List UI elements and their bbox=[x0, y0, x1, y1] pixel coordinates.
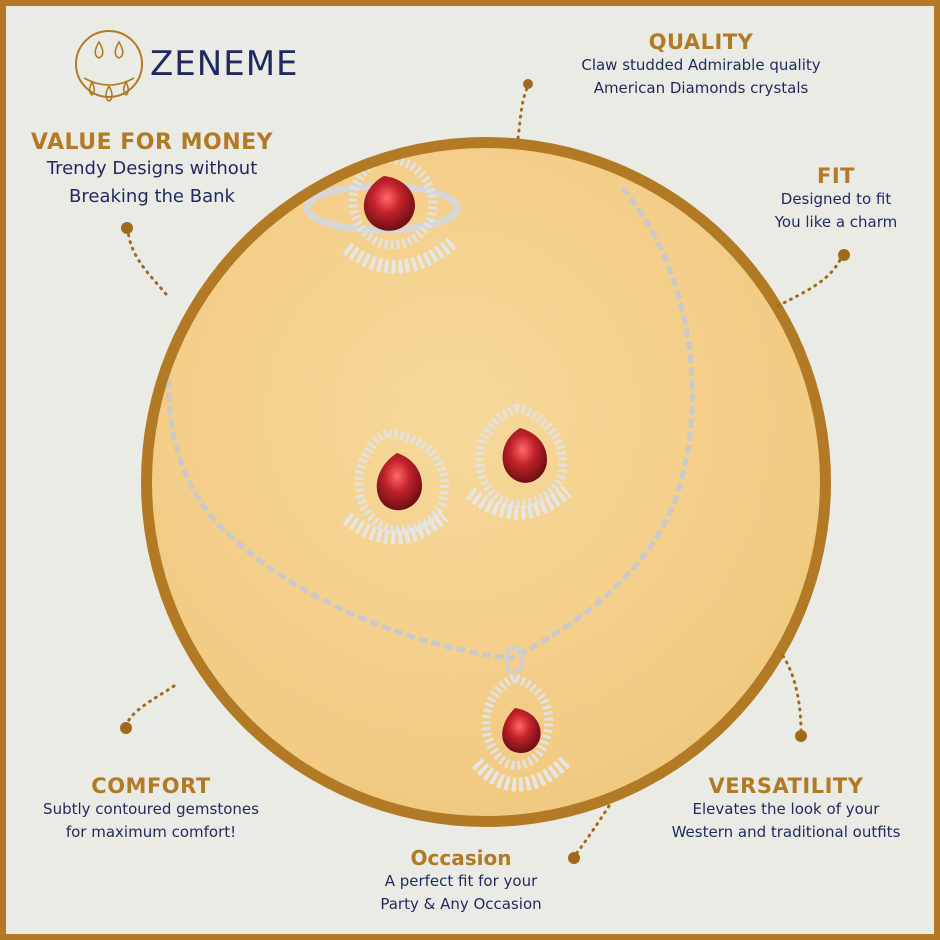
feature-title: Occasion bbox=[410, 846, 512, 870]
fit-dot bbox=[838, 249, 850, 261]
feature-title: VALUE FOR MONEY bbox=[30, 130, 274, 155]
feature-line: for maximum comfort! bbox=[65, 823, 237, 841]
pendant bbox=[471, 646, 572, 792]
value-dot bbox=[121, 222, 133, 234]
quality-dot bbox=[523, 79, 533, 89]
feature-versatility: VERSATILITY Elevates the look of your We… bbox=[646, 774, 926, 844]
feature-title: QUALITY bbox=[648, 30, 754, 54]
comfort-dot bbox=[120, 722, 132, 734]
feature-comfort: COMFORT Subtly contoured gemstones for m… bbox=[16, 774, 286, 844]
product-circle-border bbox=[141, 137, 831, 827]
feature-line: Breaking the Bank bbox=[69, 186, 235, 207]
brand-name: ZENEME bbox=[150, 44, 299, 84]
feature-line: Elevates the look of your bbox=[692, 800, 880, 818]
banner-frame: ZENEME QUALITY Claw studded Admirable qu… bbox=[6, 6, 934, 934]
necklace-chain-left bbox=[166, 327, 513, 661]
jewellery-set-image bbox=[166, 153, 695, 792]
versatility-connector bbox=[781, 654, 803, 733]
feature-title: VERSATILITY bbox=[708, 774, 864, 798]
feature-occasion: Occasion A perfect fit for your Party & … bbox=[331, 846, 591, 916]
feature-fit: FIT Designed to fit You like a charm bbox=[746, 164, 926, 234]
feature-line: Western and traditional outfits bbox=[671, 823, 901, 841]
feature-line: Claw studded Admirable quality bbox=[581, 56, 821, 74]
earring-left bbox=[342, 428, 450, 545]
feature-line: A perfect fit for your bbox=[384, 872, 538, 890]
feature-title: COMFORT bbox=[91, 774, 211, 798]
feature-line: You like a charm bbox=[774, 213, 898, 231]
feature-line: Designed to fit bbox=[780, 190, 892, 208]
quality-connector bbox=[516, 84, 530, 140]
value-connector bbox=[126, 229, 168, 296]
brand-logo: ZENEME bbox=[72, 26, 302, 106]
earring-right bbox=[465, 403, 572, 520]
fit-connector bbox=[776, 254, 844, 308]
feature-line: Party & Any Occasion bbox=[380, 895, 542, 913]
feature-quality: QUALITY Claw studded Admirable quality A… bbox=[536, 30, 866, 100]
feature-title: FIT bbox=[817, 164, 855, 188]
occasion-connector bbox=[574, 804, 611, 856]
connector-lines bbox=[120, 79, 850, 864]
occasion-dot bbox=[568, 852, 580, 864]
earring-logo-icon bbox=[75, 30, 143, 102]
versatility-dot bbox=[795, 730, 807, 742]
feature-value-for-money: VALUE FOR MONEY Trendy Designs without B… bbox=[6, 130, 298, 211]
feature-line: Trendy Designs without bbox=[46, 158, 258, 179]
product-circle bbox=[152, 148, 820, 816]
feature-line: Subtly contoured gemstones bbox=[43, 800, 259, 818]
comfort-connector bbox=[124, 684, 176, 728]
ring bbox=[303, 153, 461, 274]
feature-line: American Diamonds crystals bbox=[593, 79, 809, 97]
necklace-chain-right bbox=[510, 186, 695, 661]
